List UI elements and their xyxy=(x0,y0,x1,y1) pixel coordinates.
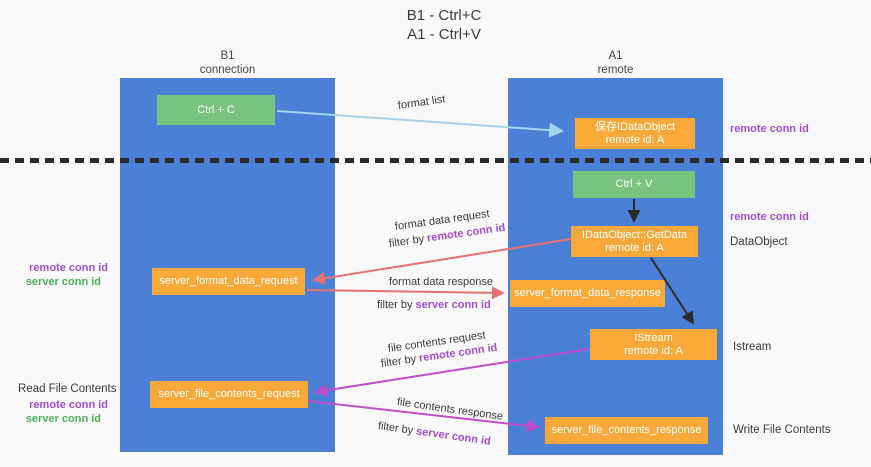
node-save-idataobject: 保存IDataObject remote id: A xyxy=(575,118,695,149)
annotation-write-file-contents: Write File Contents xyxy=(733,424,831,436)
arrow-format-data-response xyxy=(306,286,505,300)
left-column-role: connection xyxy=(199,64,256,76)
filter-by-text: filter by xyxy=(377,299,416,311)
annotation-server-conn-id-left-1: server conn id xyxy=(25,276,101,288)
node-server-format-data-request-label: server_format_data_request xyxy=(159,275,298,287)
annotation-remote-conn-id-left-2: remote conn id xyxy=(29,399,108,411)
node-istream-title: IStream xyxy=(634,331,673,344)
left-column-name: B1 xyxy=(220,50,235,62)
label-format-data-response: format data response xyxy=(389,276,493,288)
node-ctrl-v: Ctrl + V xyxy=(573,171,695,198)
node-ctrl-c: Ctrl + C xyxy=(157,95,275,125)
filter-by-text: filter by xyxy=(380,352,420,370)
title-line-1: B1 - Ctrl+C xyxy=(406,7,482,24)
node-save-idataobject-subtitle: remote id: A xyxy=(605,133,665,146)
node-server-format-data-response: server_format_data_response xyxy=(510,280,665,307)
node-server-file-contents-request-label: server_file_contents_request xyxy=(158,388,300,400)
annotation-dataobject: DataObject xyxy=(730,236,788,248)
diagram-title: B1 - Ctrl+C A1 - Ctrl+V xyxy=(344,6,544,44)
node-server-file-contents-response: server_file_contents_response xyxy=(545,417,708,444)
label-filter-by-server-2: filter by server conn id xyxy=(377,420,491,448)
annotation-istream: Istream xyxy=(733,341,772,353)
annotation-server-conn-id-left-2: server conn id xyxy=(25,413,101,425)
filter-by-text: filter by xyxy=(377,420,417,438)
label-format-list: format list xyxy=(397,93,447,112)
label-filter-by-server-1: filter by server conn id xyxy=(377,299,491,311)
node-server-format-data-request: server_format_data_request xyxy=(152,268,305,295)
annotation-remote-conn-id-top: remote conn id xyxy=(730,123,809,135)
node-server-file-contents-request: server_file_contents_request xyxy=(150,381,308,408)
annotation-remote-conn-id-mid: remote conn id xyxy=(730,211,809,223)
phase-divider-dashed-line xyxy=(0,158,871,163)
annotation-read-file-contents: Read File Contents xyxy=(18,383,117,395)
node-server-file-contents-response-label: server_file_contents_response xyxy=(551,424,702,436)
node-istream-subtitle: remote id: A xyxy=(624,344,683,357)
node-idataobject-getdata-title: IDataObject::GetData xyxy=(581,228,688,241)
right-column-role: remote xyxy=(597,64,634,76)
node-idataobject-getdata-subtitle: remote id: A xyxy=(605,241,664,254)
server-conn-id-text: server conn id xyxy=(415,299,491,311)
node-ctrl-c-label: Ctrl + C xyxy=(197,103,235,116)
node-istream: IStream remote id: A xyxy=(590,329,717,360)
server-conn-id-text: server conn id xyxy=(415,425,492,448)
annotation-remote-conn-id-left-1: remote conn id xyxy=(29,262,108,274)
node-idataobject-getdata: IDataObject::GetData remote id: A xyxy=(571,226,698,257)
title-line-2: A1 - Ctrl+V xyxy=(407,26,481,43)
right-column-name: A1 xyxy=(608,50,623,62)
label-file-contents-response: file contents response xyxy=(396,396,504,423)
node-ctrl-v-label: Ctrl + V xyxy=(615,178,653,190)
node-save-idataobject-title: 保存IDataObject xyxy=(594,120,676,133)
left-column-header: B1 connection xyxy=(120,49,335,77)
filter-by-text: filter by xyxy=(388,232,428,250)
right-column-header: A1 remote xyxy=(508,49,723,77)
node-server-format-data-response-label: server_format_data_response xyxy=(514,287,661,299)
